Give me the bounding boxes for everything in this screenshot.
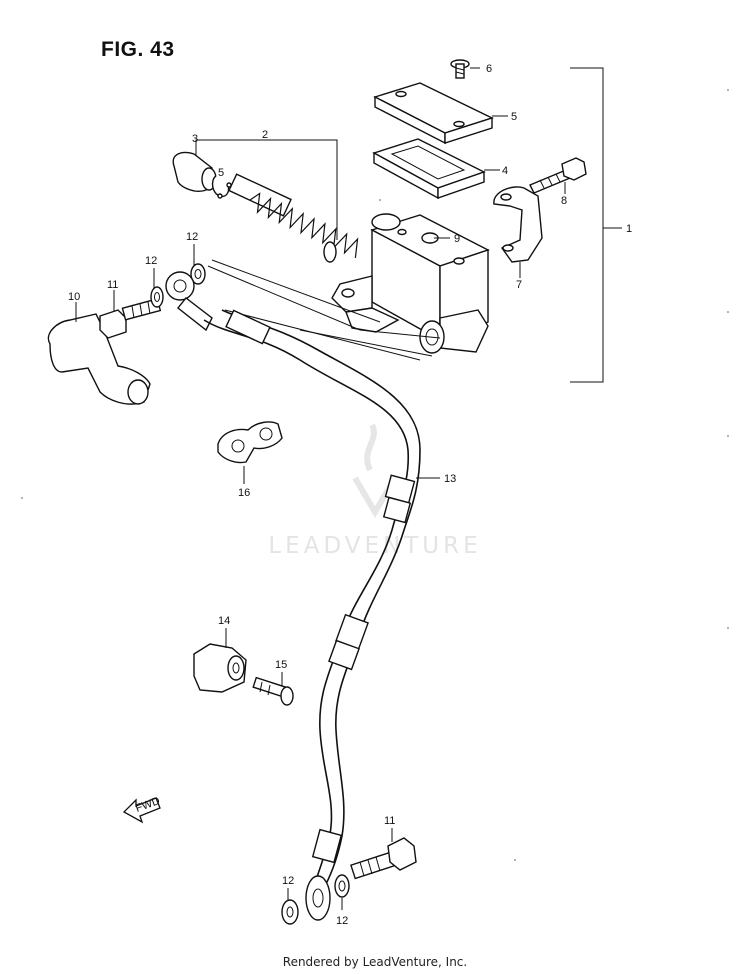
banjo-fitting-bottom [305, 875, 331, 921]
boot-part-3 [172, 146, 217, 192]
screw-part-15 [252, 672, 294, 706]
callout-12-top-a: 12 [145, 255, 157, 267]
reservoir-cap-part-5 [373, 82, 508, 145]
callout-16: 16 [238, 487, 250, 499]
washer-part-12-top-a [150, 268, 164, 308]
callout-12-bottom-a: 12 [282, 875, 294, 887]
callout-11-bottom: 11 [384, 815, 395, 827]
bolt-part-8 [529, 157, 587, 194]
callout-7: 7 [516, 279, 522, 291]
footer-credit: Rendered by LeadVenture, Inc. [282, 955, 468, 969]
callout-12-bottom-b: 12 [336, 915, 348, 927]
banjo-fitting-top [165, 271, 213, 332]
brake-hose-part-13 [203, 309, 440, 885]
boot-cover-part-10 [47, 302, 151, 405]
hose-guide-part-14 [193, 628, 247, 693]
piston-assembly-part-2 [195, 139, 359, 263]
forward-arrow-icon [122, 797, 161, 824]
callout-8: 8 [561, 195, 567, 207]
washer-part-12-top-b [190, 244, 206, 285]
diaphragm-part-4 [372, 138, 500, 200]
scan-specks [21, 89, 729, 861]
callout-5-circlip: 5 [218, 167, 224, 179]
watermark-text: LEADVENTURE [268, 533, 482, 559]
figure-title: FIG. 43 [101, 38, 175, 61]
callout-10: 10 [68, 291, 80, 303]
hose-clamp-part-16 [217, 421, 283, 484]
washer-part-12-bottom-a [281, 888, 299, 925]
callout-3: 3 [192, 133, 198, 145]
callout-11-top: 11 [107, 279, 118, 291]
screw-part-6 [450, 59, 480, 79]
callout-1: 1 [626, 223, 632, 235]
callout-6: 6 [486, 63, 492, 75]
callout-2: 2 [262, 129, 268, 141]
washer-part-12-bottom-b [334, 874, 350, 910]
callout-4: 4 [502, 165, 508, 177]
callout-14: 14 [218, 615, 230, 627]
callout-15: 15 [275, 659, 287, 671]
callout-13: 13 [444, 473, 456, 485]
assembly-bracket [570, 67, 622, 383]
clamp-part-7 [493, 186, 543, 278]
callout-9: 9 [454, 233, 460, 245]
hose-leader-lines [207, 259, 441, 361]
master-cylinder-body [331, 213, 490, 354]
callout-5-reservoir-cap: 5 [511, 111, 517, 123]
banjo-bolt-part-11-bottom [350, 828, 417, 880]
callout-12-top-b: 12 [186, 231, 198, 243]
circlip-part-5 [211, 175, 232, 199]
